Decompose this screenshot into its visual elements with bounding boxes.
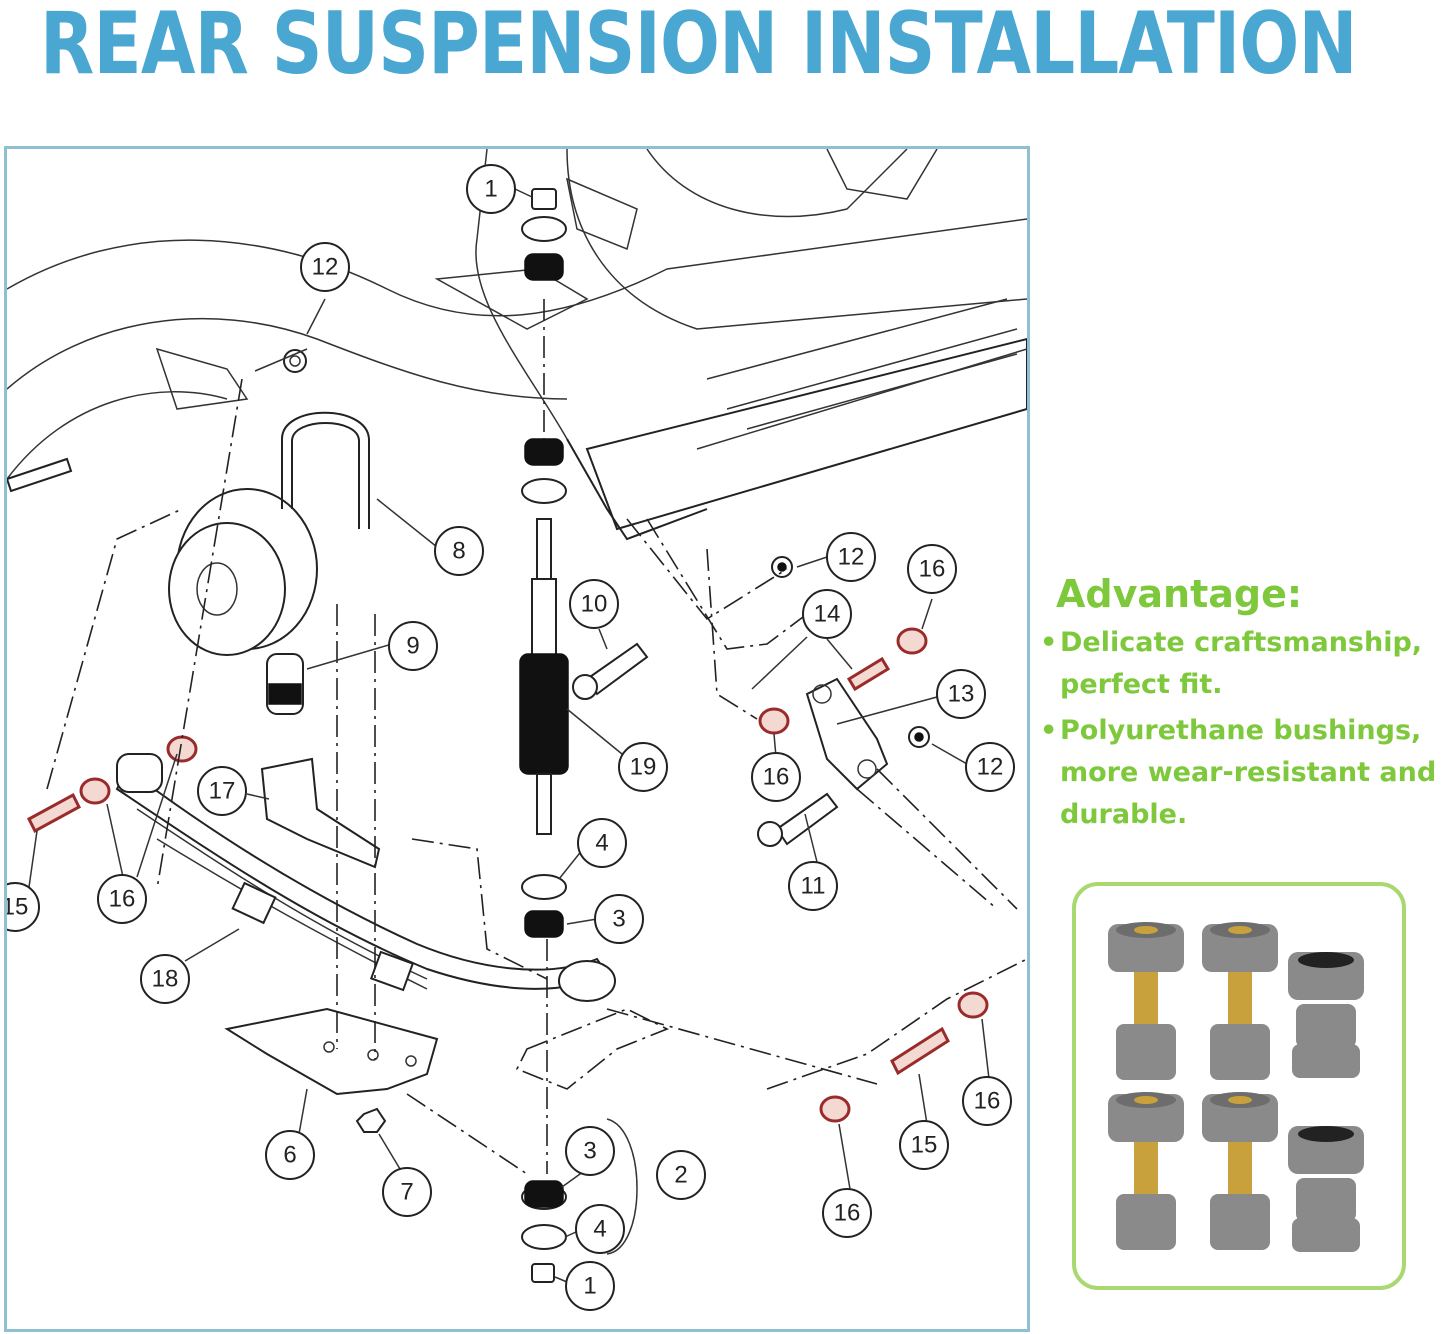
svg-text:3: 3: [612, 906, 625, 933]
callout-16-lower-right: 16: [962, 1076, 1012, 1126]
callout-4-mid: 4: [577, 818, 627, 868]
callout-15-left: 15: [7, 882, 40, 932]
svg-text:4: 4: [593, 1216, 606, 1243]
svg-text:9: 9: [406, 633, 419, 660]
wheel-hub-drum: [168, 488, 318, 656]
svg-text:3: 3: [583, 1138, 596, 1165]
shock-absorber: [519, 188, 569, 1283]
callout-17: 17: [197, 766, 247, 816]
svg-text:18: 18: [152, 966, 179, 993]
svg-text:12: 12: [977, 754, 1004, 781]
leader-lines: [28, 188, 990, 1288]
advantage-item: Polyurethane bushings, more wear-resista…: [1040, 710, 1445, 836]
svg-text:16: 16: [974, 1088, 1001, 1115]
svg-text:2: 2: [674, 1162, 687, 1189]
bracket: [260, 757, 381, 869]
svg-text:15: 15: [7, 894, 28, 921]
callout-12-left: 12: [300, 242, 350, 292]
svg-text:4: 4: [595, 830, 608, 857]
callout-11: 11: [788, 861, 838, 911]
leaf-spring: [115, 753, 616, 1002]
callout-16-bottom-right: 16: [822, 1188, 872, 1238]
svg-text:6: 6: [283, 1142, 296, 1169]
callout-2: 2: [656, 1150, 706, 1200]
shackle: [805, 677, 889, 791]
svg-text:14: 14: [814, 601, 841, 628]
callout-18: 18: [140, 954, 190, 1004]
callout-16-mid-right: 16: [751, 752, 801, 802]
svg-text:13: 13: [948, 681, 975, 708]
assembly-lines: [46, 299, 1027, 1175]
svg-text:16: 16: [834, 1200, 861, 1227]
suspension-diagram: 1 12 8 9 10 19 12 16 14 13 16 12 11 17 1…: [4, 146, 1030, 1332]
svg-text:1: 1: [583, 1273, 596, 1300]
highlighted-bushings: [27, 627, 989, 1123]
advantage-item: Delicate craftsmanship, perfect fit.: [1040, 622, 1445, 706]
svg-text:8: 8: [452, 538, 465, 565]
svg-text:16: 16: [763, 764, 790, 791]
bump-stop: [266, 653, 304, 715]
svg-text:10: 10: [581, 591, 608, 618]
svg-text:16: 16: [919, 556, 946, 583]
svg-text:12: 12: [838, 544, 865, 571]
callout-12-mid: 12: [826, 532, 876, 582]
callout-1-top: 1: [466, 164, 516, 214]
callout-1-bottom: 1: [565, 1261, 615, 1311]
u-bolt: [281, 411, 370, 529]
diagram-drawing: 1 12 8 9 10 19 12 16 14 13 16 12 11 17 1…: [7, 149, 1027, 1311]
callout-19: 19: [618, 742, 668, 792]
page-title: REAR SUSPENSION INSTALLATION: [40, 0, 1358, 94]
spring-plate: [224, 1007, 439, 1133]
vehicle-frame-lines: [7, 149, 1027, 541]
callout-14: 14: [802, 589, 852, 639]
callout-8: 8: [434, 526, 484, 576]
svg-text:16: 16: [109, 886, 136, 913]
callout-12-right: 12: [965, 742, 1015, 792]
advantage-list: Delicate craftsmanship, perfect fit. Pol…: [1040, 622, 1445, 836]
advantage-heading: Advantage:: [1056, 572, 1303, 616]
callout-9: 9: [388, 621, 438, 671]
callout-16-top-right: 16: [907, 544, 957, 594]
callout-3-mid: 3: [594, 894, 644, 944]
callout-6: 6: [265, 1130, 315, 1180]
callout-7: 7: [382, 1167, 432, 1217]
bushing-group: [1108, 922, 1364, 1252]
svg-text:11: 11: [801, 873, 826, 900]
callout-4-bottom: 4: [575, 1204, 625, 1254]
svg-text:7: 7: [400, 1179, 413, 1206]
product-photo-box: [1072, 882, 1406, 1290]
svg-text:1: 1: [484, 176, 497, 203]
bushing-set-image: [1108, 922, 1364, 1252]
callout-13: 13: [936, 669, 986, 719]
advantage-section: Advantage: Delicate craftsmanship, perfe…: [1040, 572, 1445, 840]
callout-10: 10: [569, 579, 619, 629]
svg-text:19: 19: [630, 754, 657, 781]
callout-3-bottom: 3: [565, 1126, 615, 1176]
nuts: [283, 349, 930, 748]
callout-16-left: 16: [97, 874, 147, 924]
svg-text:12: 12: [312, 254, 339, 281]
callout-15-right: 15: [899, 1120, 949, 1170]
svg-text:15: 15: [911, 1132, 938, 1159]
svg-text:17: 17: [209, 778, 236, 805]
